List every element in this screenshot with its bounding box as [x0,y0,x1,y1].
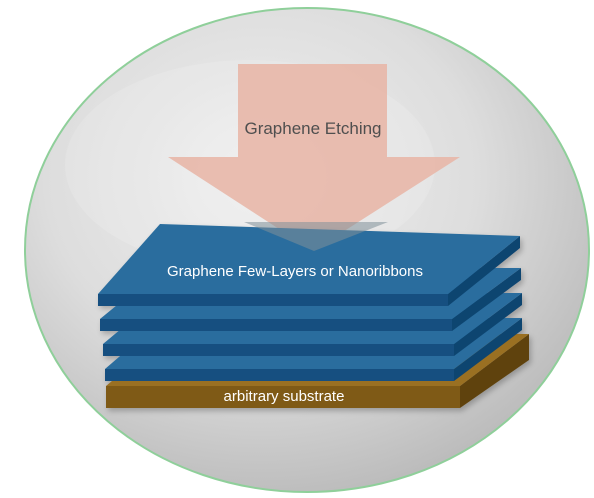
graphene-layer-1-side [448,236,520,306]
substrate-label: arbitrary substrate [224,388,345,405]
graphene-layer-label: Graphene Few-Layers or Nanoribbons [167,263,423,280]
graphene-layer-4-front [105,369,454,381]
graphene-layer-2-side [452,268,521,331]
etching-arrow-label: Graphene Etching [244,119,381,138]
graphene-layer-3-front [103,344,454,356]
graphene-layer-4-side [454,318,522,381]
substrate-front [106,386,460,408]
arrow-tip-overlay [244,222,388,251]
graphene-layer-1-top [98,224,520,294]
graphene-layer-2-front [100,319,452,331]
graphene-layer-3-side [454,293,522,356]
etching-arrow [168,64,460,251]
graphene-layer-1 [98,224,520,306]
substrate-side [460,334,529,408]
layer-stack: arbitrary substrate [98,224,529,408]
graphene-layer-1-front [98,294,448,306]
